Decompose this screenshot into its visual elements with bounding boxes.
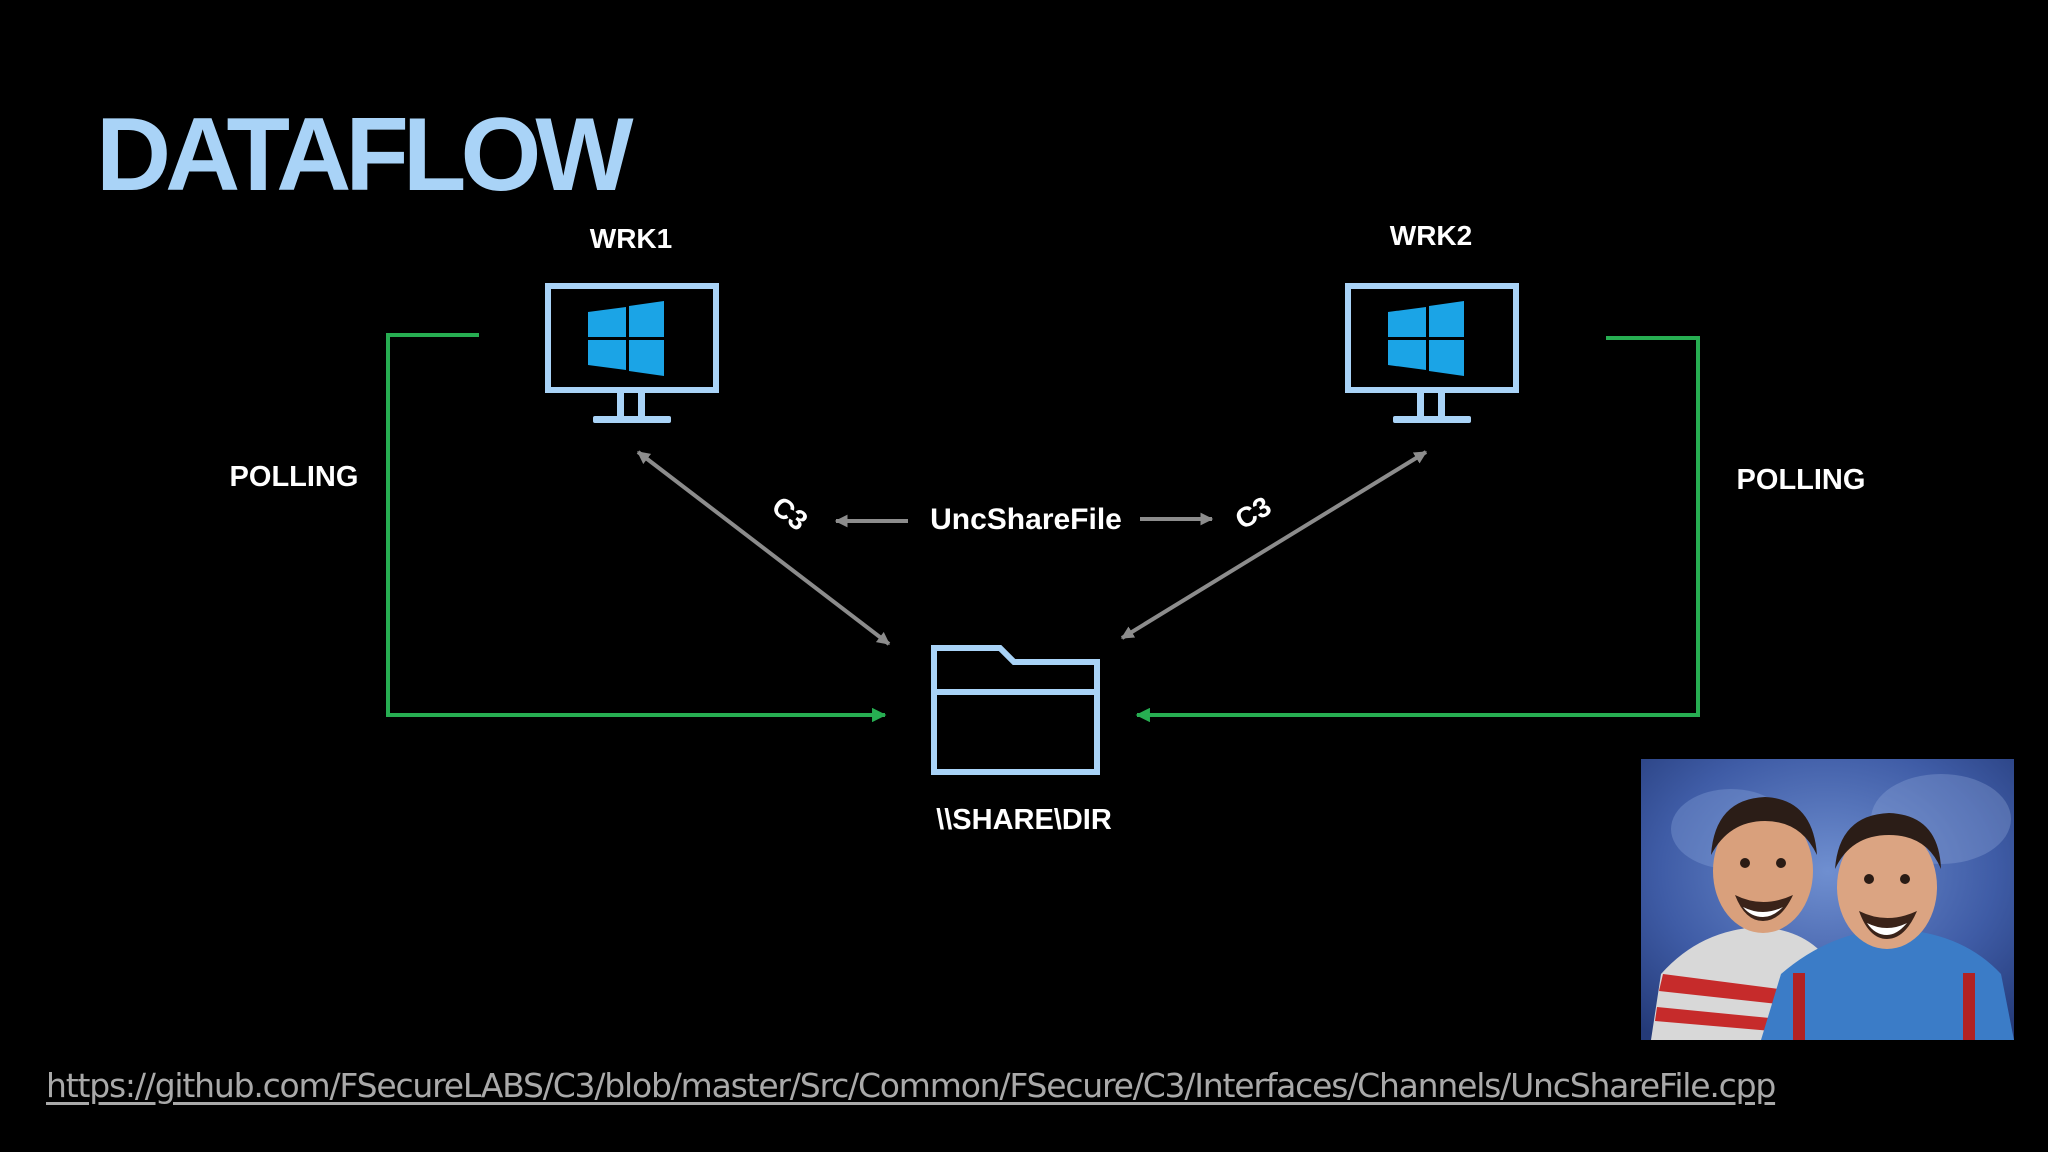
wrk2-label: WRK2 [1390, 220, 1472, 251]
source-link[interactable]: https://github.com/FSecureLABS/C3/blob/m… [46, 1066, 1776, 1105]
polling-right-arrow [1135, 336, 1700, 723]
slide-title: DATAFLOW [96, 97, 634, 213]
channel-label: UncShareFile [930, 503, 1122, 536]
windows-logo-icon [1388, 301, 1464, 376]
wrk1-label: WRK1 [590, 223, 672, 254]
share-node: \\SHARE\DIR [931, 645, 1112, 836]
windows-monitor-icon [1345, 283, 1519, 423]
wrk1-node: WRK1 [545, 223, 719, 423]
polling-left-label: POLLING [230, 461, 359, 493]
c3-right-label: C3 [1230, 490, 1277, 535]
polling-right-label: POLLING [1737, 464, 1866, 496]
c3-left-label: C3 [766, 490, 813, 536]
share-label: \\SHARE\DIR [936, 804, 1112, 836]
polling-left-arrow [386, 333, 887, 723]
c3-right-arrow [1120, 450, 1428, 640]
folder-icon [931, 645, 1100, 775]
photo-image [1641, 759, 2014, 1040]
windows-monitor-icon [545, 283, 719, 423]
c3-left-arrow [636, 450, 891, 646]
photo-illustration [1641, 759, 2014, 1040]
windows-logo-icon [588, 301, 664, 376]
wrk2-node: WRK2 [1345, 220, 1519, 423]
